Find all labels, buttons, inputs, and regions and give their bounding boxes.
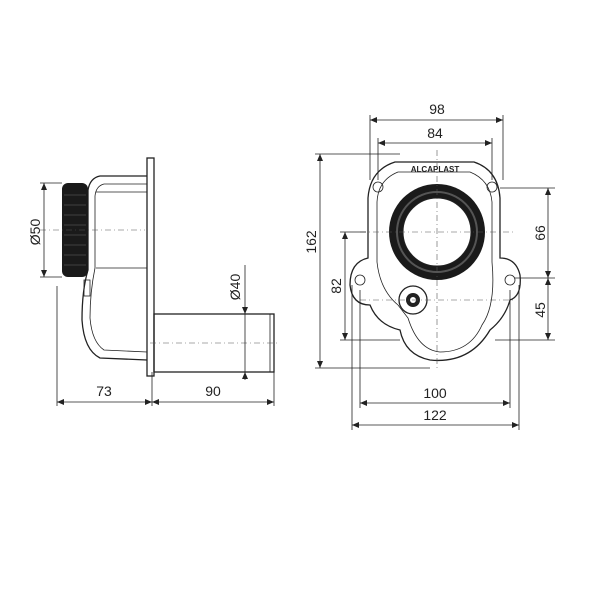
front-body-outline	[349, 161, 521, 362]
brand-logo: ALCAPLAST	[411, 165, 460, 174]
dim-overall-width: 122	[423, 407, 447, 423]
front-body-inner	[376, 171, 494, 353]
dim-flange-width: 100	[423, 385, 447, 401]
dim-upper-height: 66	[532, 225, 548, 241]
front-view: ALCAPLAST 98 84 162	[303, 101, 555, 430]
mount-hole-top-left	[372, 181, 384, 193]
trap-body-inner	[89, 183, 148, 353]
side-view: Ø50 Ø40 73 90	[27, 157, 280, 406]
dim-inlet-height: 82	[328, 278, 344, 294]
mount-hole-left	[354, 274, 366, 286]
dim-total-height: 162	[303, 230, 319, 254]
dim-inner-width: 84	[427, 125, 443, 141]
mount-hole-right	[504, 274, 516, 286]
wall-plate	[146, 157, 155, 377]
dim-lower-height: 45	[532, 302, 548, 318]
dim-outer-width: 98	[429, 101, 445, 117]
mount-hole-top-right	[486, 181, 498, 193]
dim-inlet-diameter: Ø40	[227, 274, 243, 301]
dim-inlet-length: 90	[205, 383, 221, 399]
dim-body-depth: 73	[96, 383, 112, 399]
clip	[83, 279, 91, 297]
dim-outlet-diameter: Ø50	[27, 219, 43, 246]
